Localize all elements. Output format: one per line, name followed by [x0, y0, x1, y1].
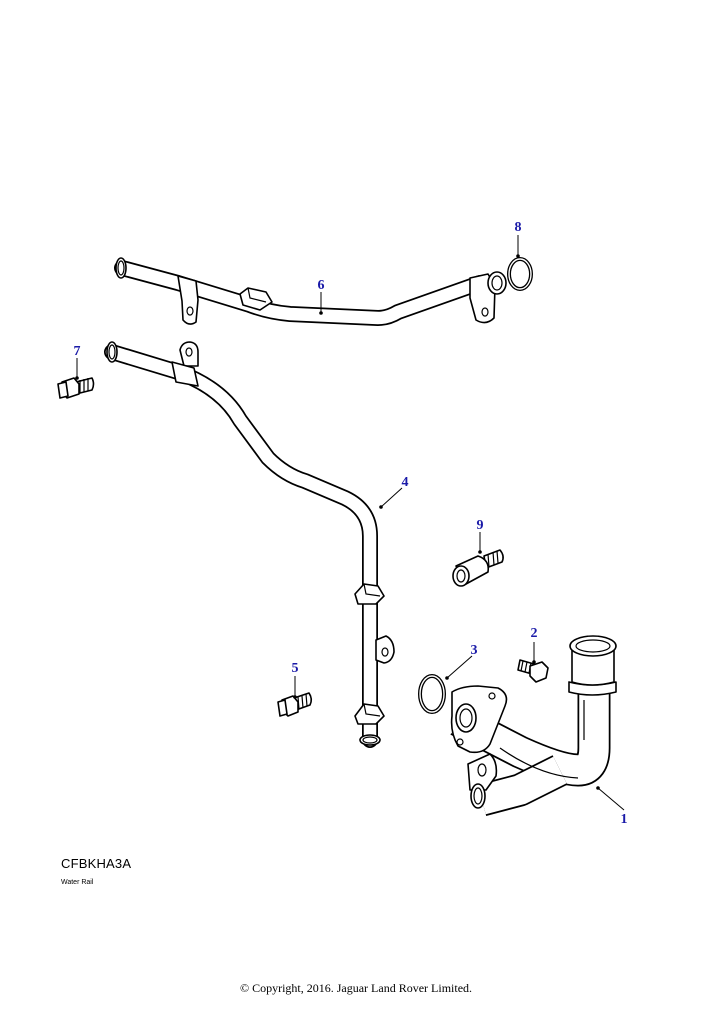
lower-water-pipe [104, 341, 395, 748]
callout-7: 7 [74, 344, 81, 359]
callout-4: 4 [402, 475, 409, 490]
callout-1: 1 [621, 812, 628, 827]
bolt-part-5 [277, 692, 313, 717]
upper-water-pipe [114, 257, 507, 326]
diagram-caption: Water Rail [61, 879, 94, 886]
bolt-part-2 [517, 659, 549, 683]
callout-6: 6 [318, 278, 325, 293]
callout-9: 9 [477, 518, 484, 533]
o-ring-part-8 [507, 257, 533, 291]
copyright-notice: © Copyright, 2016. Jaguar Land Rover Lim… [239, 981, 473, 995]
callout-8: 8 [515, 220, 522, 235]
elbow-pipe-part-1 [450, 635, 617, 816]
callout-3: 3 [471, 643, 478, 658]
o-ring-part-3 [418, 674, 446, 714]
diagram-code: CFBKHA3A [61, 856, 132, 871]
connector-part-9 [452, 549, 504, 587]
callouts: 1 2 3 4 5 6 7 8 9 [74, 220, 628, 827]
bolt-part-7 [57, 377, 95, 399]
callout-5: 5 [292, 661, 299, 676]
callout-2: 2 [531, 626, 538, 641]
